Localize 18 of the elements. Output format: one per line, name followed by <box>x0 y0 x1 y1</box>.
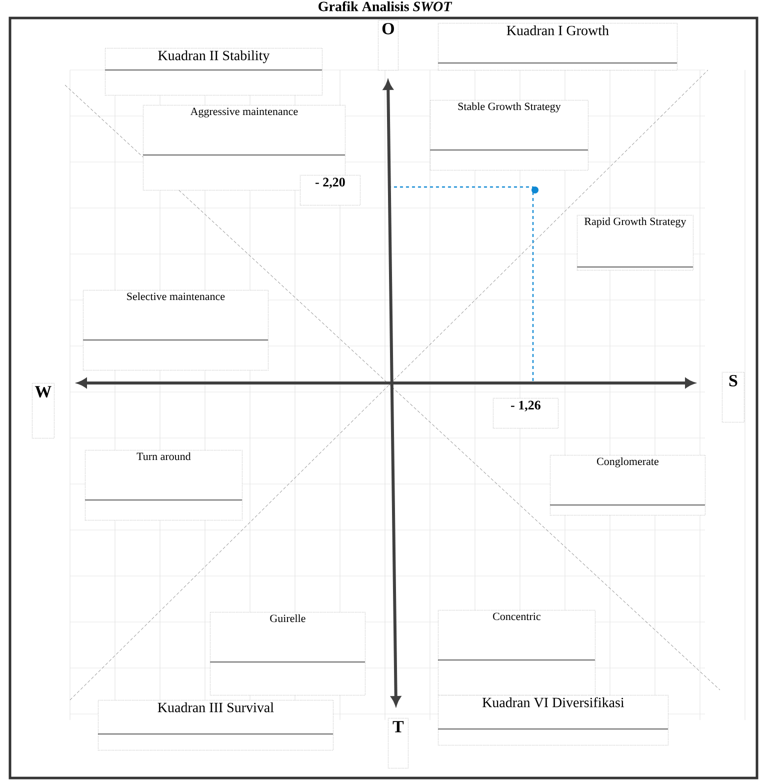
axis-label: O <box>378 20 398 70</box>
text-box: Conglomerate <box>550 455 706 516</box>
text-box: Kuadran III Survival <box>98 700 334 750</box>
title: Grafik Analisis SWOT <box>318 1 452 12</box>
text-box: Kuadran II Stability <box>104 48 322 96</box>
text-box: Stable Growth Strategy <box>430 100 588 170</box>
axis-label: T <box>388 718 408 768</box>
text-box: Guirelle <box>210 612 366 696</box>
axis-label: - 2,20 <box>300 175 360 206</box>
text-box: Kuadran VI Diversifikasi <box>438 695 668 746</box>
axis-label: W <box>32 383 54 438</box>
axis-label: S <box>722 372 744 422</box>
text-box: Concentric <box>438 610 596 696</box>
text-box: Turn around <box>84 450 242 520</box>
text-box: Rapid Growth Strategy <box>576 215 694 270</box>
text-box: Kuadran I Growth <box>438 23 678 70</box>
text-box: Selective maintenance <box>82 290 268 370</box>
axis-label: - 1,26 <box>493 398 558 428</box>
